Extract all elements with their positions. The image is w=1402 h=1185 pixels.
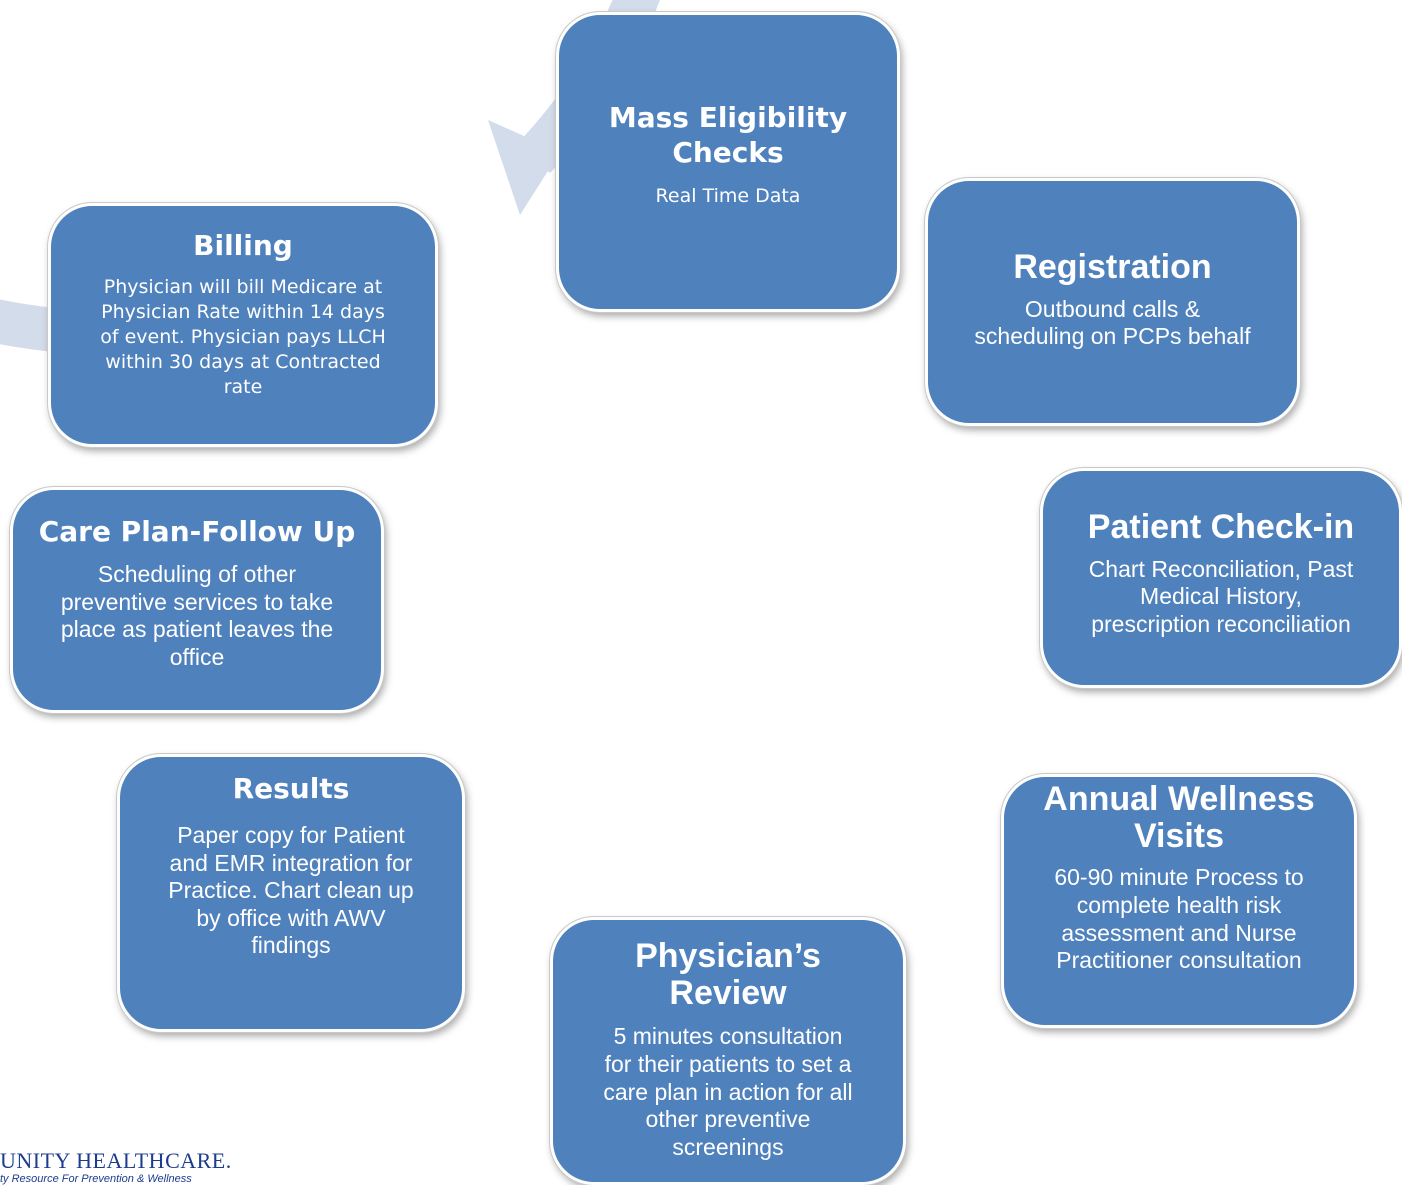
company-logo: UNITY HEALTHCARE. ty Resource For Preven… xyxy=(0,1148,300,1185)
step-title: Results xyxy=(232,772,350,805)
step-title: Mass Eligibility Checks xyxy=(608,101,848,169)
logo-name: UNITY HEALTHCARE. xyxy=(0,1148,232,1173)
step-billing: Billing Physician will bill Medicare at … xyxy=(48,203,438,447)
cycle-arrowhead xyxy=(488,120,560,215)
step-title: Billing xyxy=(193,229,293,262)
step-registration: Registration Outbound calls & scheduling… xyxy=(925,178,1300,426)
step-description: 60-90 minute Process to complete health … xyxy=(1054,864,1304,974)
step-patient-check-in: Patient Check-in Chart Reconciliation, P… xyxy=(1040,468,1402,688)
step-description: Physician will bill Medicare at Physicia… xyxy=(100,276,386,399)
step-mass-eligibility-checks: Mass Eligibility Checks Real Time Data xyxy=(556,12,900,312)
step-title: Patient Check-in xyxy=(1087,508,1355,546)
step-title: Care Plan-Follow Up xyxy=(38,515,356,548)
step-care-plan-follow-up: Care Plan-Follow Up Scheduling of other … xyxy=(10,487,384,713)
step-description: 5 minutes consultation for their patient… xyxy=(603,1023,853,1160)
step-description: Outbound calls & scheduling on PCPs beha… xyxy=(974,295,1251,350)
step-results: Results Paper copy for Patient and EMR i… xyxy=(117,754,465,1032)
logo-tagline: ty Resource For Prevention & Wellness xyxy=(0,1173,192,1185)
step-description: Scheduling of other preventive services … xyxy=(60,561,334,670)
step-title: Annual Wellness Visits xyxy=(1043,780,1315,855)
step-description: Paper copy for Patient and EMR integrati… xyxy=(168,822,414,959)
step-title: Registration xyxy=(1013,248,1212,286)
step-physicians-review: Physician’s Review 5 minutes consultatio… xyxy=(550,917,906,1185)
step-annual-wellness-visits: Annual Wellness Visits 60-90 minute Proc… xyxy=(1001,774,1357,1028)
step-description: Chart Reconciliation, Past Medical Histo… xyxy=(1088,555,1354,637)
step-title: Physician’s Review xyxy=(635,937,821,1012)
step-description: Real Time Data xyxy=(655,185,801,207)
